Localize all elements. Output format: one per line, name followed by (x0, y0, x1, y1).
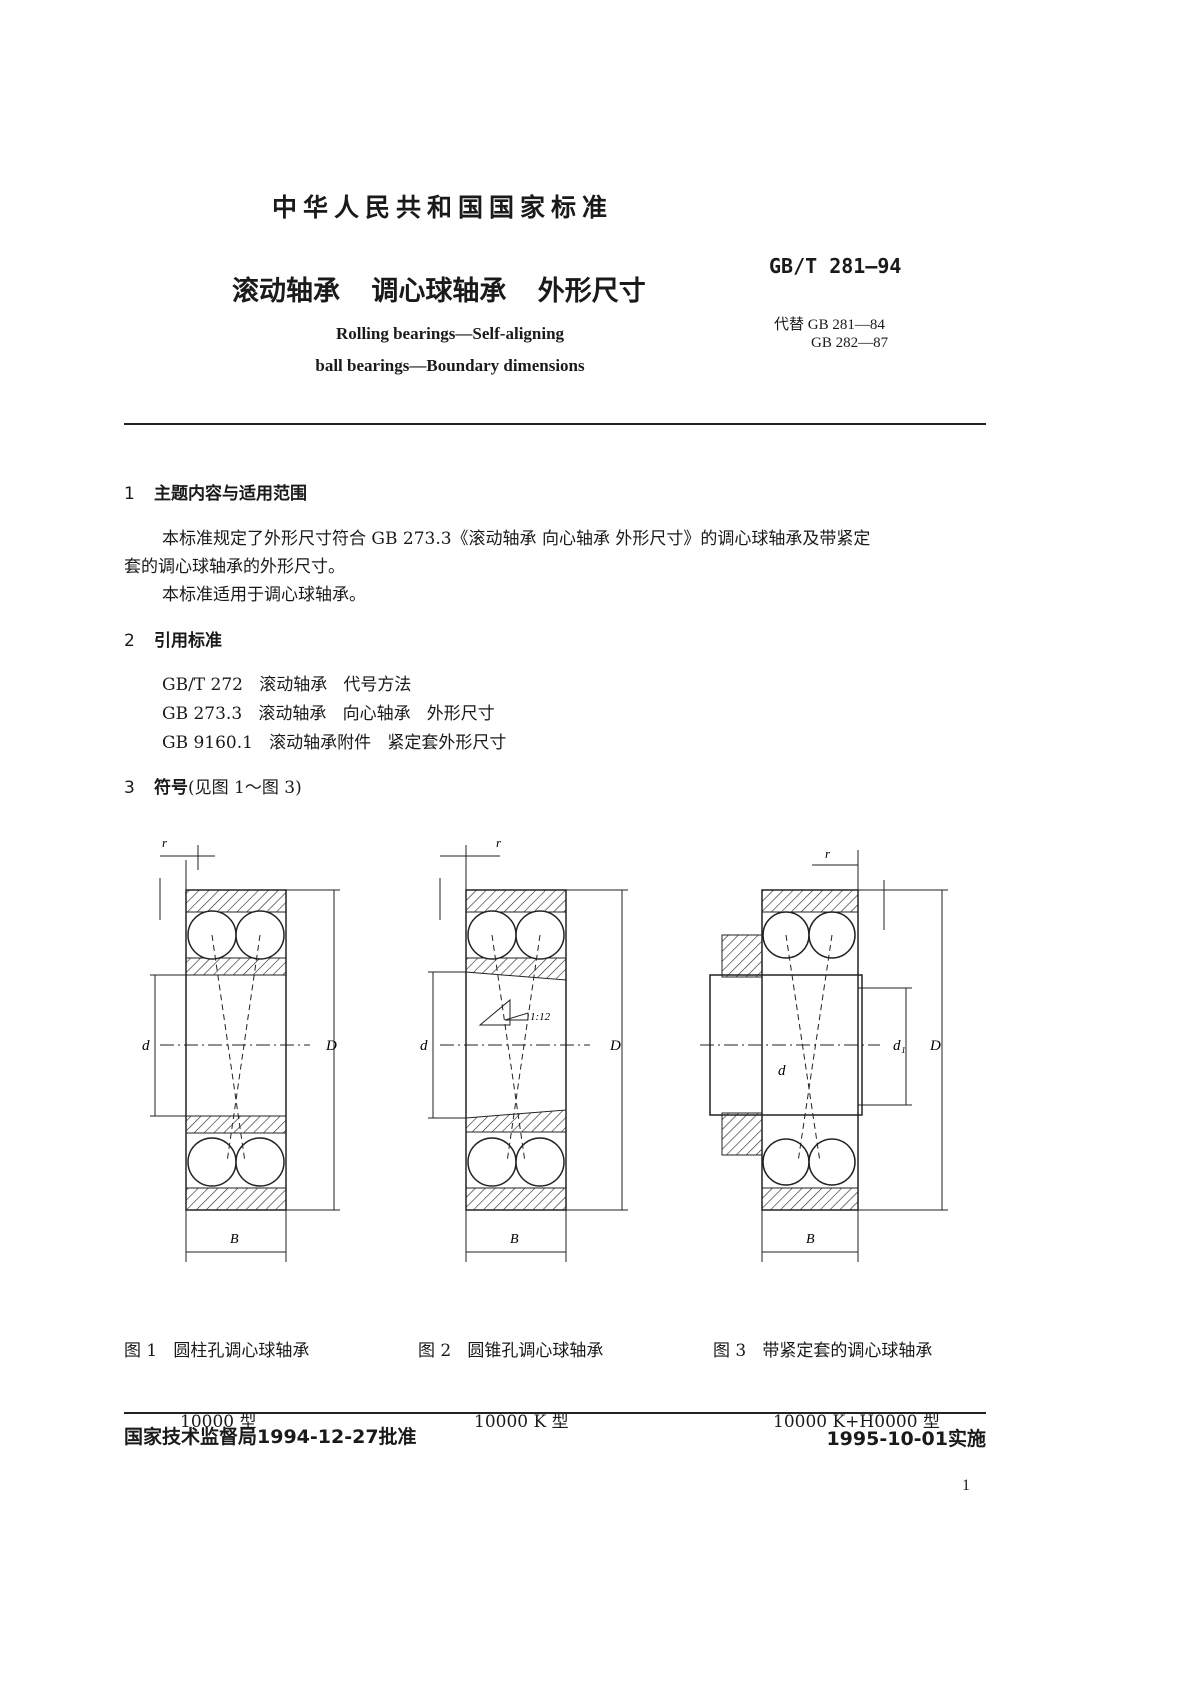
figure-2-d-label: d (420, 1038, 428, 1054)
en-title-line1: Rolling bearings—Self-aligning (335, 324, 565, 343)
figure-3-drawing (700, 850, 948, 1262)
figure-3-d-label: d (778, 1063, 786, 1079)
figure-1-d-label: d (142, 1038, 150, 1054)
figure-2-drawing (428, 845, 628, 1262)
figure-1-D-label: D (325, 1038, 337, 1054)
replaces-line2: GB 282—87 (811, 335, 889, 351)
section-1-para1-line2: 套的调心球轴承的外形尺寸。 (124, 557, 345, 577)
reference-item: GB 9160.1 滚动轴承附件 紧定套外形尺寸 (162, 733, 507, 753)
section-3-heading: 3 符号(见图 1～图 3) (124, 773, 302, 798)
replaces-line1: 代替 GB 281—84 (774, 317, 885, 333)
section-3-note: (见图 1～图 3) (188, 778, 302, 798)
figure-3-r-label: r (825, 846, 831, 861)
figure-1-caption-line1: 图 1 圆柱孔调心球轴承 (124, 1341, 310, 1361)
figure-3-B-label: B (806, 1232, 815, 1247)
section-1-number: 1 (124, 484, 135, 504)
figure-1-drawing (150, 845, 340, 1262)
section-3-title: 符号 (154, 778, 188, 798)
header-rule (124, 423, 986, 425)
figure-3-D-label: D (929, 1038, 941, 1054)
section-2-title: 引用标准 (154, 631, 222, 651)
reference-item: GB 273.3 滚动轴承 向心轴承 外形尺寸 (162, 704, 495, 724)
figure-3-caption-line2: 10000 K+H0000 型 (773, 1412, 940, 1432)
national-standard-heading: 中华人民共和国国家标准 (272, 193, 614, 222)
figure-3-d1-label: d₁ (893, 1038, 906, 1054)
figure-1-B-label: B (230, 1232, 239, 1247)
section-1-title: 主题内容与适用范围 (154, 484, 307, 504)
page-number: 1 (962, 1477, 970, 1494)
figure-2-caption-line2: 10000 K 型 (474, 1412, 569, 1432)
en-title: Rolling bearings—Self-aligning ball bear… (230, 318, 670, 382)
implementation-date: 1995-10-01实施 (826, 1428, 986, 1450)
figure-3-caption: 图 3 带紧定套的调心球轴承 10000 K+H0000 型 (713, 1296, 940, 1452)
en-title-line2: ball bearings—Boundary dimensions (315, 356, 585, 375)
figure-2-taper-label: 1:12 (530, 1011, 551, 1023)
standard-number: GB/T 281—94 (769, 254, 902, 278)
section-1-para2: 本标准适用于调心球轴承。 (162, 585, 366, 605)
section-3-number: 3 (124, 778, 135, 798)
figure-1-r-label: r (162, 835, 168, 850)
figure-2-caption-line1: 图 2 圆锥孔调心球轴承 (418, 1341, 604, 1361)
figure-2-D-label: D (609, 1038, 621, 1054)
figure-2-caption: 图 2 圆锥孔调心球轴承 10000 K 型 (418, 1296, 603, 1452)
cn-title: 滚动轴承 调心球轴承 外形尺寸 (232, 276, 646, 307)
figure-2-r-label: r (496, 835, 502, 850)
approval-date: 国家技术监督局1994-12-27批准 (124, 1426, 417, 1448)
section-1-heading: 1 主题内容与适用范围 (124, 479, 307, 504)
section-2-number: 2 (124, 631, 135, 651)
figure-3-caption-line1: 图 3 带紧定套的调心球轴承 (713, 1341, 933, 1361)
footer-rule (124, 1412, 986, 1414)
figure-1-caption: 图 1 圆柱孔调心球轴承 10000 型 (124, 1296, 309, 1452)
section-1-para1-line1: 本标准规定了外形尺寸符合 GB 273.3《滚动轴承 向心轴承 外形尺寸》的调心… (162, 529, 871, 549)
section-2-heading: 2 引用标准 (124, 626, 222, 651)
figure-1-caption-line2: 10000 型 (180, 1412, 257, 1432)
figure-2-B-label: B (510, 1232, 519, 1247)
reference-item: GB/T 272 滚动轴承 代号方法 (162, 675, 412, 695)
replaces-note: 代替 GB 281—84 GB 282—87 (774, 316, 888, 352)
